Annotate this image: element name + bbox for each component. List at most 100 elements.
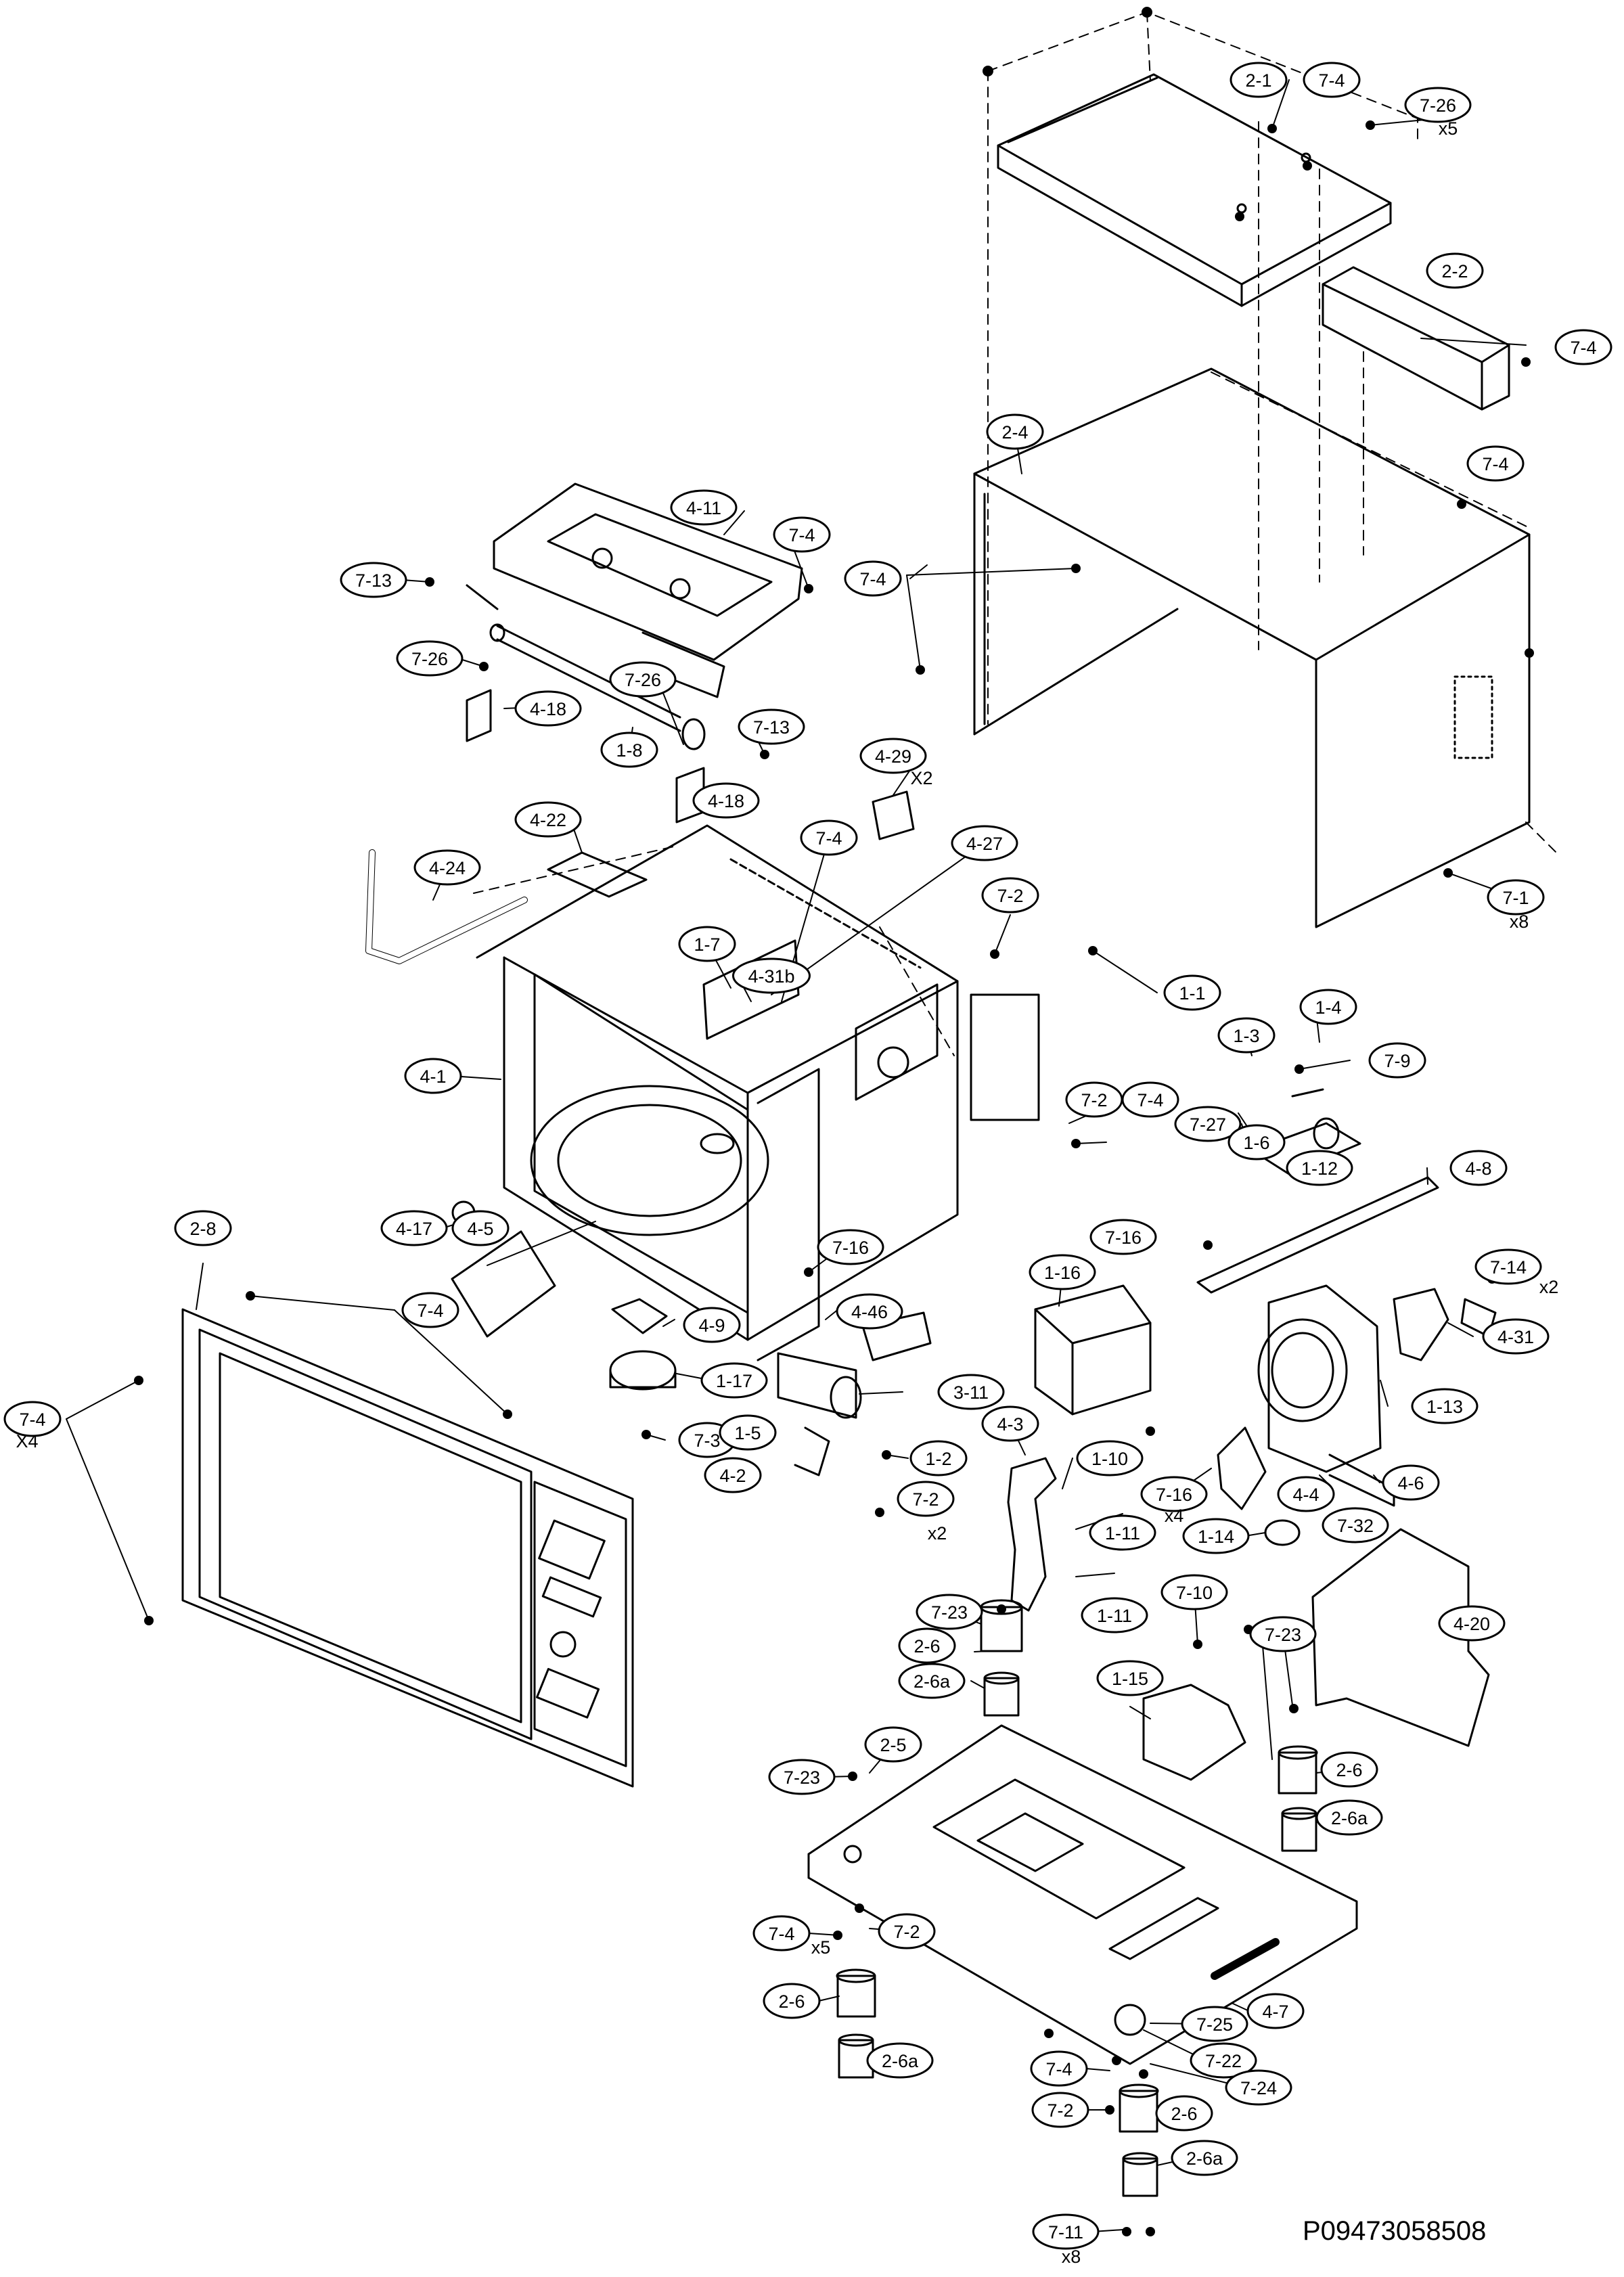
callout-label: 1-4 [1315, 997, 1341, 1018]
callout-label: 7-16 [1156, 1485, 1192, 1505]
part-callout-7-16: 7-16 [817, 1229, 884, 1265]
part-callout-2-5: 2-5 [864, 1726, 922, 1763]
callout-bubble [1249, 1616, 1317, 1652]
part-callout-4-3: 4-3 [981, 1405, 1039, 1442]
callout-bubble [1482, 1318, 1550, 1355]
callout-bubble [1174, 1106, 1242, 1142]
part-callout-7-2: 7-2 [981, 877, 1039, 914]
callout-quantity: x2 [928, 1523, 947, 1543]
callout-bubble [752, 1915, 811, 1952]
callout-bubble [1160, 1574, 1228, 1610]
waveguide-cover-part [493, 482, 803, 698]
part-callout-7-13: 7-13 [738, 708, 805, 745]
callout-label: 7-13 [355, 570, 392, 591]
part-callout-2-6a: 2-6a [866, 2042, 934, 2079]
callout-bubble [909, 1440, 968, 1476]
callout-bubble [981, 877, 1039, 914]
callout-bubble [763, 1983, 821, 2019]
part-callout-4-18: 4-18 [692, 782, 760, 819]
callout-label: 4-6 [1397, 1473, 1424, 1493]
callout-bubble [916, 1594, 983, 1630]
callout-label: 7-16 [832, 1238, 869, 1258]
callout-label: 7-4 [19, 1410, 45, 1430]
callout-label: 1-16 [1044, 1263, 1081, 1283]
part-callout-7-27: 7-27 [1174, 1106, 1242, 1142]
callout-bubble [401, 1292, 459, 1328]
callout-label: 1-6 [1243, 1133, 1269, 1153]
callout-label: 1-7 [694, 934, 720, 955]
callout-label: 7-4 [417, 1301, 443, 1321]
callout-bubble [768, 1759, 836, 1795]
part-callout-7-2: 7-2 [1065, 1081, 1123, 1118]
part-callout-1-12: 1-12 [1286, 1150, 1353, 1186]
callout-bubble [678, 926, 736, 962]
callout-label: 2-6 [1171, 2104, 1197, 2124]
part-callout-7-13: 7-13 [340, 562, 407, 598]
callout-bubble [1029, 1254, 1096, 1290]
callout-bubble [1140, 1476, 1208, 1512]
callout-bubble [404, 1058, 462, 1094]
callout-label: 7-4 [1137, 1090, 1163, 1110]
callout-bubble [380, 1210, 448, 1246]
part-callout-7-23: 7-23 [1249, 1616, 1317, 1652]
callout-label: 4-8 [1465, 1158, 1491, 1179]
air-duct-part [1322, 266, 1510, 411]
callout-label: 4-24 [429, 858, 466, 878]
part-callout-7-1: 7-1x8 [1487, 879, 1545, 932]
callout-bubble [1096, 1660, 1164, 1696]
callout-bubble [1246, 1993, 1305, 2029]
callout-label: 7-3 [694, 1430, 720, 1451]
callout-bubble [704, 1457, 762, 1493]
callout-bubble [1081, 1597, 1148, 1633]
callout-label: 7-13 [753, 717, 790, 738]
part-callout-7-4: 7-4 [1121, 1081, 1179, 1118]
part-callout-4-9: 4-9 [683, 1307, 741, 1343]
callout-bubble [1368, 1042, 1426, 1079]
callout-label: 1-13 [1426, 1397, 1463, 1417]
callout-label: 1-15 [1112, 1669, 1148, 1689]
callout-bubble [1225, 2069, 1292, 2106]
screw-parts [134, 7, 1534, 2236]
part-callout-7-26: 7-26 [609, 661, 677, 698]
callout-label: 4-17 [396, 1219, 432, 1239]
callout-bubble [1449, 1150, 1508, 1186]
callout-bubble [1171, 2140, 1238, 2176]
callout-label: 1-2 [925, 1449, 951, 1469]
callout-bubble [1322, 1507, 1389, 1543]
callout-label: 4-29 [875, 746, 911, 767]
part-callout-1-8: 1-8 [600, 731, 658, 768]
callout-bubble [413, 849, 481, 886]
part-callout-3-11: 3-11 [937, 1374, 1005, 1410]
callout-label: 4-27 [966, 834, 1003, 854]
callout-label: 7-2 [1047, 2100, 1073, 2121]
part-callout-1-4: 1-4 [1299, 989, 1357, 1025]
part-callout-2-8: 2-8 [174, 1210, 232, 1246]
callout-label: 7-4 [1570, 338, 1596, 358]
callout-label: 7-27 [1190, 1114, 1226, 1135]
callout-bubble [609, 661, 677, 698]
callout-label: 2-8 [189, 1219, 216, 1239]
callout-label: 2-6 [1336, 1760, 1362, 1780]
callout-bubble [3, 1401, 62, 1437]
callout-bubble [951, 825, 1018, 861]
callout-label: 7-24 [1240, 2078, 1277, 2098]
part-callout-2-6: 2-6 [1155, 2095, 1213, 2132]
part-callout-2-4: 2-4 [986, 413, 1044, 450]
callout-label: 2-6 [778, 1991, 805, 2012]
part-callout-2-6a: 2-6a [1171, 2140, 1238, 2176]
callout-label: 7-2 [997, 886, 1023, 906]
callout-label: 4-2 [719, 1466, 746, 1486]
callout-bubble [1032, 2213, 1100, 2250]
part-callout-2-2: 2-2 [1426, 252, 1484, 289]
part-callout-2-1: 2-1 [1230, 62, 1288, 98]
part-callout-7-32: 7-32 [1322, 1507, 1389, 1543]
part-callout-4-20: 4-20 [1438, 1605, 1506, 1642]
part-callout-7-4: 7-4x5 [752, 1915, 830, 1958]
part-callout-4-31b: 4-31b [732, 957, 811, 994]
callout-bubble [981, 1405, 1039, 1442]
callout-label: 7-32 [1337, 1516, 1374, 1536]
callout-label: 2-6 [914, 1636, 940, 1656]
callout-label: 7-23 [1265, 1625, 1301, 1645]
part-callout-4-1: 4-1 [404, 1058, 462, 1094]
